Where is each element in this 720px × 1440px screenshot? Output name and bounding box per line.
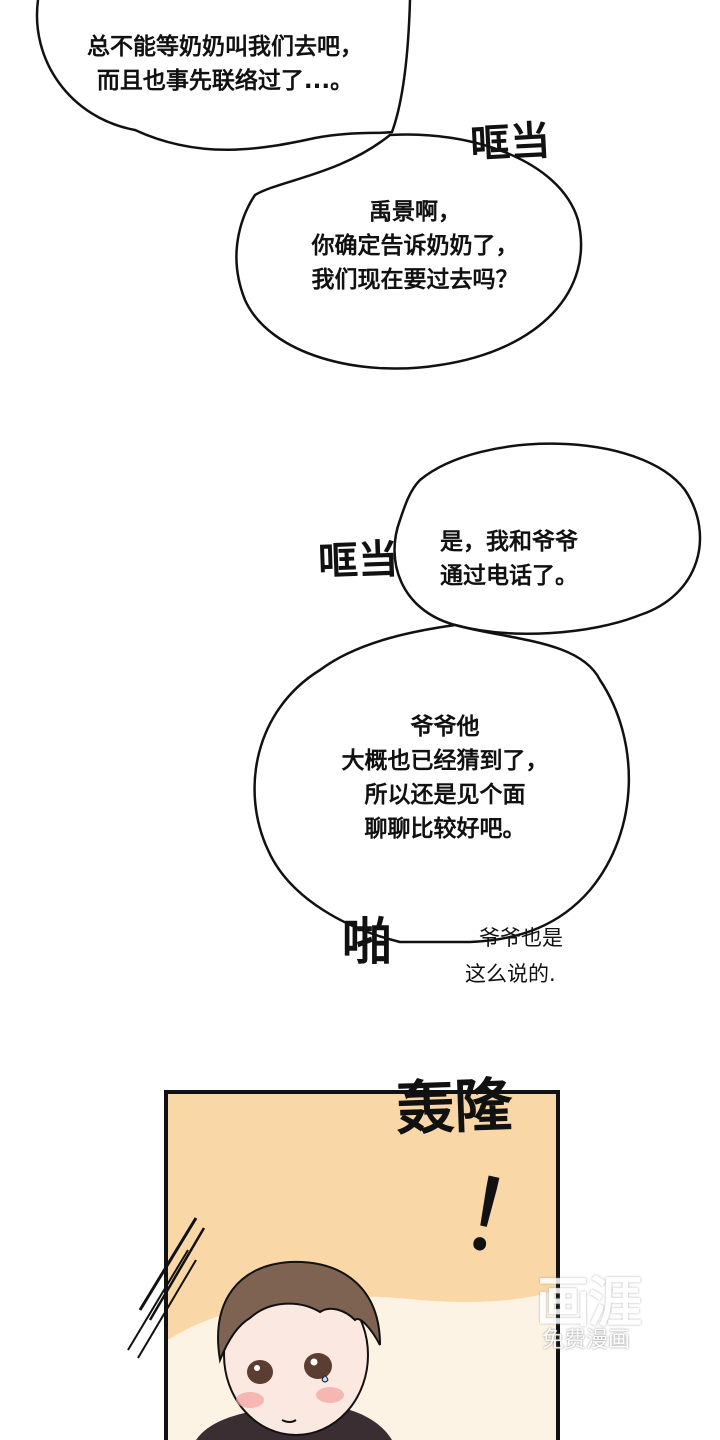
character-boy [196, 1260, 392, 1440]
illustrated-panel [127, 1090, 560, 1440]
bubble2-text: 禹景啊， 你确定告诉奶奶了， 我们现在要过去吗？ [255, 195, 575, 297]
bubble4-line-1: 爷爷他 [410, 714, 480, 740]
bubble2-line-2: 你确定告诉奶奶了， [311, 233, 519, 259]
speech-bubble-1 [35, 0, 412, 151]
bubble1-line-1: 总不能等奶奶叫我们去吧， [87, 34, 363, 60]
bubble4-line-3: 所以还是见个面 [364, 782, 526, 808]
bubble4-line-4: 聊聊比较好吧。 [364, 816, 526, 842]
sfx-pop: 啪 [342, 913, 392, 971]
bubble5-text: 爷爷也是 这么说的. [465, 920, 625, 992]
speech-bubble-2 [235, 133, 583, 370]
bubble3-text: 是，我和爷爷 通过电话了。 [440, 525, 640, 593]
watermark-caption: 免费漫画 [542, 1328, 631, 1353]
bubble2-line-3: 我们现在要过去吗？ [311, 267, 519, 293]
bubble1-text: 总不能等奶奶叫我们去吧， 而且也事先联络过了...。 [40, 30, 410, 98]
bubble5-line-1: 爷爷也是 [479, 926, 563, 950]
bubble4-text: 爷爷他 大概也已经猜到了， 所以还是见个面 聊聊比较好吧。 [280, 710, 610, 846]
watermark-logo: 画涯 [536, 1271, 642, 1334]
speech-bubble-4 [253, 623, 630, 944]
sfx-knock-2: 哐当 [317, 536, 399, 586]
sfx-rumble: 轰隆 [395, 1070, 514, 1144]
bubble2-line-1: 禹景啊， [369, 199, 461, 225]
speech-bubble-3 [393, 442, 702, 635]
bubble4-line-2: 大概也已经猜到了， [341, 748, 549, 774]
bubble3-line-2: 通过电话了。 [440, 563, 578, 589]
sfx-knock-1: 哐当 [469, 117, 552, 169]
bubble1-line-2: 而且也事先联络过了...。 [96, 68, 354, 94]
bubble3-line-1: 是，我和爷爷 [440, 529, 578, 555]
bubble5-line-2: 这么说的. [465, 962, 556, 986]
